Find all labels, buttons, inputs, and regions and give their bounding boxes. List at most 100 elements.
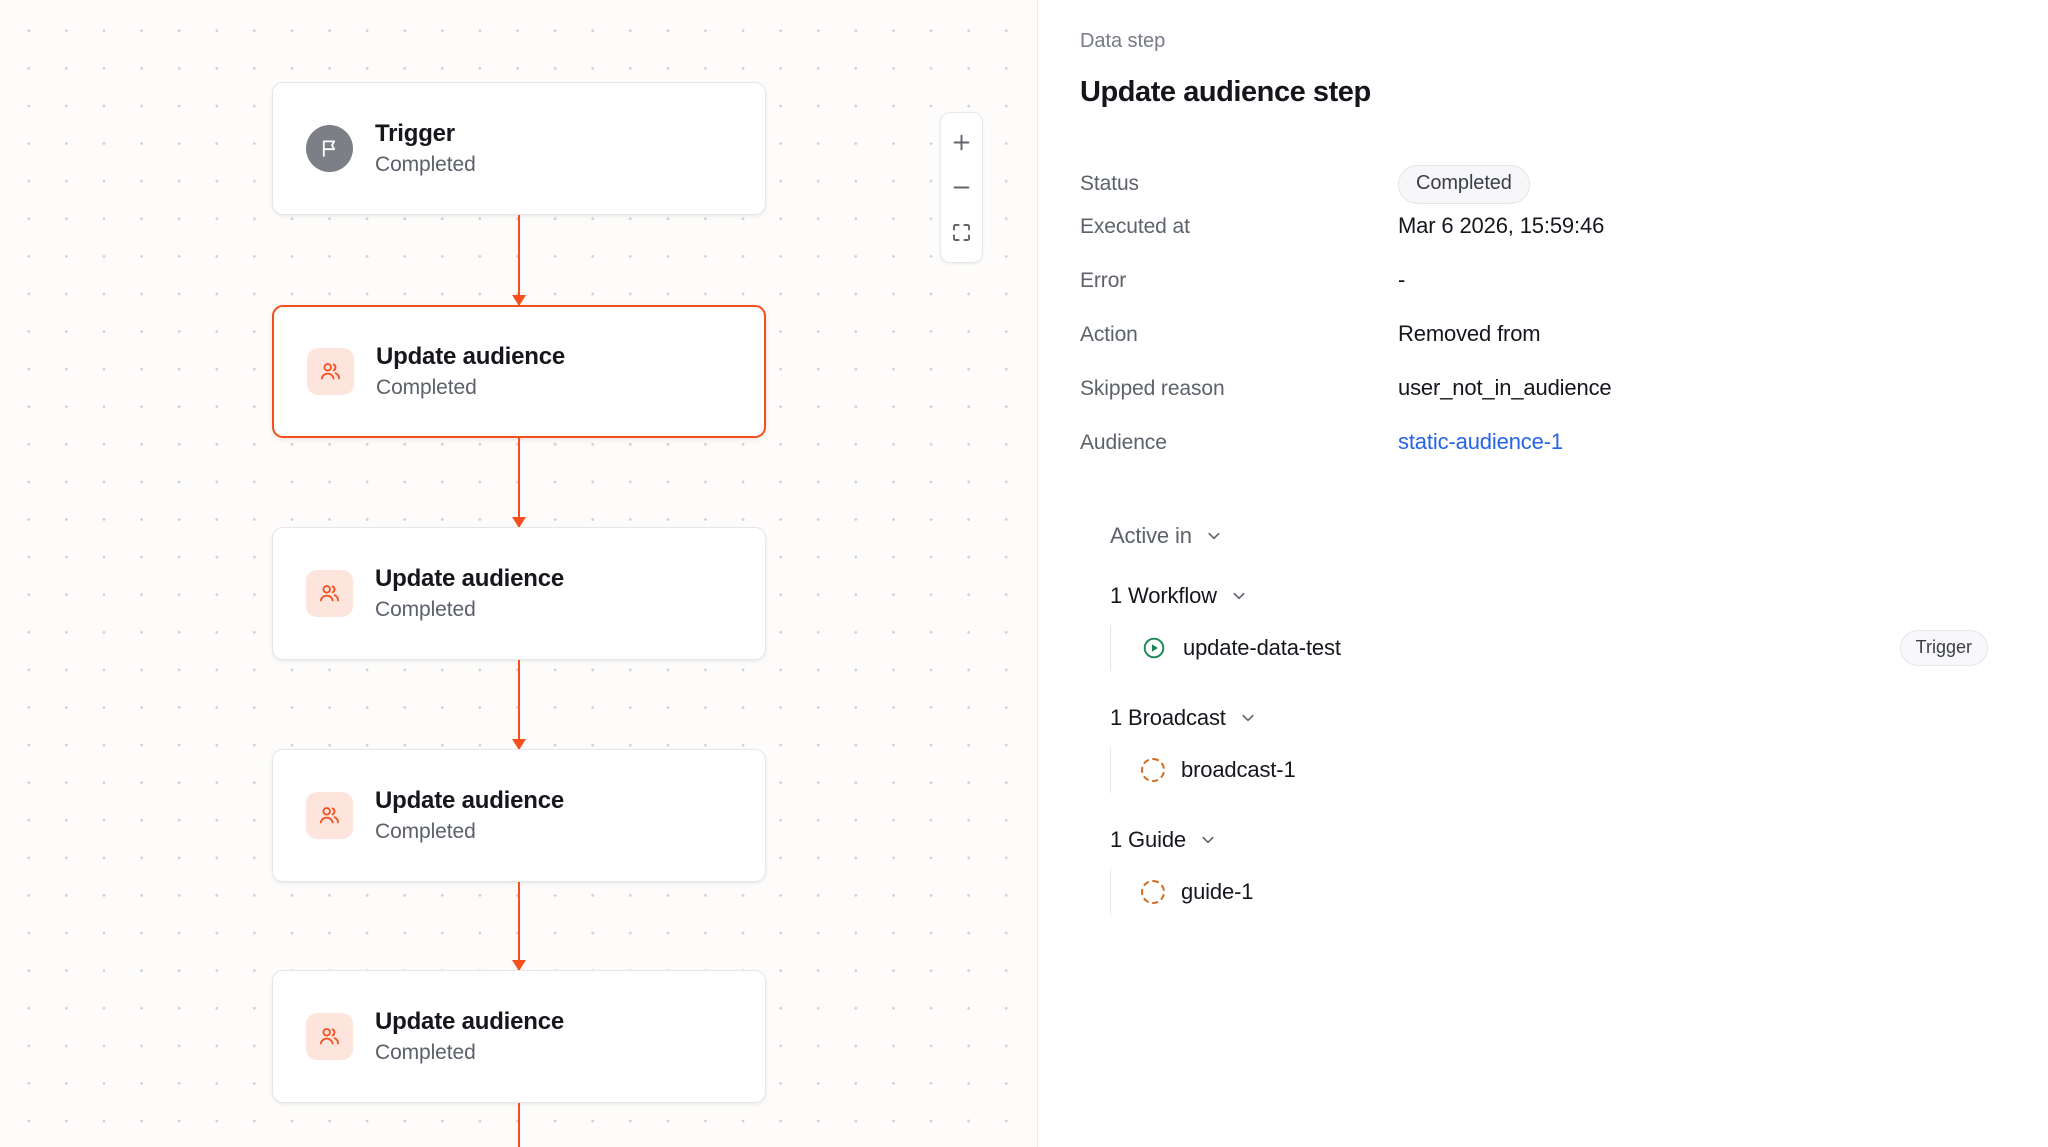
node-connector bbox=[512, 882, 526, 971]
workflow-node[interactable]: Update audience Completed bbox=[272, 527, 766, 660]
field-row: Error - bbox=[1080, 267, 2006, 321]
chevron-down-icon bbox=[1205, 527, 1223, 545]
active-in-group: 1 Workflow update-data-test Trigger bbox=[1110, 583, 2006, 671]
field-label: Skipped reason bbox=[1080, 377, 1225, 400]
field-row: Executed at Mar 6 2026, 15:59:46 bbox=[1080, 213, 2006, 267]
workflow-node[interactable]: Trigger Completed bbox=[272, 82, 766, 215]
workflow-node[interactable]: Update audience Completed bbox=[272, 749, 766, 882]
workflow-node-selected[interactable]: Update audience Completed bbox=[272, 305, 766, 438]
group-toggle[interactable]: 1 Guide bbox=[1110, 827, 2006, 853]
users-icon bbox=[319, 1028, 339, 1045]
node-title: Trigger bbox=[375, 120, 455, 147]
node-status: Completed bbox=[375, 1040, 476, 1064]
node-title: Update audience bbox=[376, 343, 566, 370]
field-label: Error bbox=[1080, 269, 1127, 292]
group-items: update-data-test Trigger bbox=[1110, 625, 2006, 671]
list-item-label: guide-1 bbox=[1181, 879, 1254, 904]
fit-view-icon bbox=[953, 224, 970, 241]
connector-arrowhead bbox=[512, 295, 526, 306]
group-label: 1 Broadcast bbox=[1110, 705, 1226, 730]
group-toggle[interactable]: 1 Workflow bbox=[1110, 583, 2006, 609]
node-status: Completed bbox=[375, 152, 476, 176]
zoom-controls[interactable] bbox=[940, 112, 983, 263]
group-items: broadcast-1 bbox=[1110, 747, 2006, 793]
field-label: Audience bbox=[1080, 431, 1167, 454]
node-title: Update audience bbox=[375, 1008, 565, 1035]
users-icon bbox=[319, 807, 339, 824]
node-text: Update audience Completed bbox=[375, 1008, 564, 1065]
node-icon bbox=[306, 125, 353, 172]
step-detail-panel: Data step Update audience step Status Com… bbox=[1038, 0, 2048, 1147]
node-icon bbox=[306, 570, 353, 617]
group-label: 1 Guide bbox=[1110, 827, 1187, 852]
group-label: 1 Workflow bbox=[1110, 583, 1217, 608]
audience-link[interactable]: static-audience-1 bbox=[1398, 429, 1563, 454]
status-badge: Completed bbox=[1398, 164, 1530, 204]
chevron-down-icon bbox=[1230, 587, 1248, 605]
node-status: Completed bbox=[376, 375, 477, 399]
dashed-circle-icon bbox=[1141, 758, 1165, 782]
node-text: Trigger Completed bbox=[375, 120, 476, 177]
flag-icon bbox=[322, 140, 336, 157]
field-value: Mar 6 2026, 15:59:46 bbox=[1398, 213, 1605, 238]
panel-eyebrow: Data step bbox=[1080, 30, 1166, 52]
node-connector bbox=[518, 1103, 520, 1147]
node-title: Update audience bbox=[375, 565, 565, 592]
connector-arrowhead bbox=[512, 739, 526, 750]
chevron-down-icon bbox=[1239, 709, 1257, 727]
connector-arrowhead bbox=[512, 517, 526, 528]
node-connector bbox=[512, 660, 526, 750]
list-item[interactable]: update-data-test Trigger bbox=[1110, 625, 2006, 671]
field-label: Status bbox=[1080, 172, 1139, 195]
field-row: Skipped reason user_not_in_audience bbox=[1080, 375, 2006, 429]
connector-arrowhead bbox=[512, 960, 526, 971]
node-text: Update audience Completed bbox=[375, 787, 564, 844]
list-item[interactable]: broadcast-1 bbox=[1110, 747, 2006, 793]
workflow-canvas[interactable]: Trigger Completed Update audience Comple… bbox=[0, 0, 1038, 1147]
field-label: Executed at bbox=[1080, 215, 1190, 238]
field-row: Audience static-audience-1 bbox=[1080, 429, 2006, 483]
minus-icon bbox=[953, 186, 970, 189]
node-title: Update audience bbox=[375, 787, 565, 814]
list-item-label: broadcast-1 bbox=[1181, 757, 1296, 782]
field-value: - bbox=[1398, 267, 1406, 292]
users-icon bbox=[320, 363, 340, 380]
node-icon bbox=[306, 1013, 353, 1060]
dashed-circle-icon bbox=[1141, 880, 1165, 904]
node-connector bbox=[512, 215, 526, 306]
active-in-group: 1 Broadcast broadcast-1 bbox=[1110, 705, 2006, 793]
active-in-group: 1 Guide guide-1 bbox=[1110, 827, 2006, 915]
list-item-label: update-data-test bbox=[1183, 635, 1341, 660]
active-in-groups: 1 Workflow update-data-test Trigger 1 Br… bbox=[1110, 583, 2006, 915]
field-value: user_not_in_audience bbox=[1398, 375, 1612, 400]
list-item[interactable]: guide-1 bbox=[1110, 869, 2006, 915]
chevron-down-icon bbox=[1199, 831, 1217, 849]
active-in-toggle[interactable]: Active in bbox=[1110, 523, 2006, 549]
zoom-in-button[interactable] bbox=[940, 120, 983, 165]
users-icon bbox=[319, 585, 339, 602]
canvas-panel-divider bbox=[1037, 0, 1038, 1147]
field-row: Status Completed bbox=[1080, 155, 2006, 213]
group-items: guide-1 bbox=[1110, 869, 2006, 915]
plus-icon bbox=[953, 134, 970, 151]
field-row: Action Removed from bbox=[1080, 321, 2006, 375]
node-icon bbox=[307, 348, 354, 395]
node-status: Completed bbox=[375, 819, 476, 843]
fit-view-button[interactable] bbox=[940, 210, 983, 255]
active-in-label: Active in bbox=[1110, 523, 1192, 548]
field-value: Removed from bbox=[1398, 321, 1541, 346]
node-text: Update audience Completed bbox=[375, 565, 564, 622]
group-toggle[interactable]: 1 Broadcast bbox=[1110, 705, 2006, 731]
workflow-node[interactable]: Update audience Completed bbox=[272, 970, 766, 1103]
active-in-section: Active in 1 Workflow update- bbox=[1080, 523, 2006, 915]
field-label: Action bbox=[1080, 323, 1138, 346]
node-text: Update audience Completed bbox=[376, 343, 565, 400]
play-circle-icon bbox=[1143, 637, 1165, 659]
node-connector bbox=[512, 438, 526, 528]
node-icon bbox=[306, 792, 353, 839]
zoom-out-button[interactable] bbox=[940, 165, 983, 210]
page-title: Update audience step bbox=[1080, 76, 1371, 108]
node-status: Completed bbox=[375, 597, 476, 621]
